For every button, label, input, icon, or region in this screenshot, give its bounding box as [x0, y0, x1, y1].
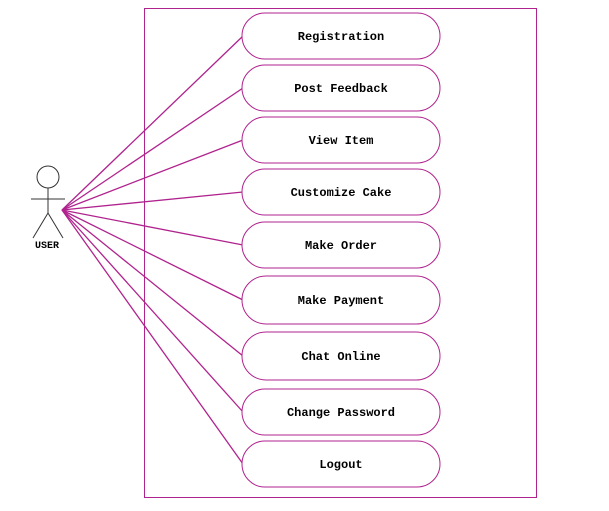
- association-line: [61, 191, 244, 211]
- use-case-view-item: View Item: [241, 116, 441, 164]
- use-case-label: Customize Cake: [291, 186, 392, 200]
- use-case-label: View Item: [309, 134, 374, 148]
- use-case-chat-online: Chat Online: [241, 331, 441, 381]
- association-line: [61, 87, 244, 211]
- use-case-shape: [241, 388, 441, 436]
- use-case-label: Logout: [319, 458, 362, 472]
- system-boundary: [144, 8, 537, 498]
- use-case-label: Make Order: [305, 239, 377, 253]
- stick-figure-icon: [31, 165, 65, 239]
- actor-user: USER: [31, 165, 65, 252]
- use-case-shape: [241, 116, 441, 164]
- association-line: [61, 209, 244, 357]
- use-case-shape: [241, 12, 441, 60]
- use-case-label: Make Payment: [298, 294, 384, 308]
- use-case-shape: [241, 168, 441, 216]
- use-case-label: Registration: [298, 30, 384, 44]
- use-case-logout: Logout: [241, 440, 441, 488]
- use-case-label: Change Password: [287, 406, 395, 420]
- use-case-customize-cake: Customize Cake: [241, 168, 441, 216]
- use-case-post-feedback: Post Feedback: [241, 64, 441, 112]
- use-case-label: Chat Online: [301, 350, 380, 364]
- association-line: [61, 209, 244, 301]
- use-case-shape: [241, 440, 441, 488]
- use-case-make-order: Make Order: [241, 221, 441, 269]
- association-line: [61, 139, 244, 211]
- use-case-shape: [241, 221, 441, 269]
- association-line: [61, 35, 244, 211]
- actor-label: USER: [35, 241, 59, 252]
- use-case-shape: [241, 331, 441, 381]
- association-line: [61, 209, 244, 413]
- use-case-registration: Registration: [241, 12, 441, 60]
- association-line: [61, 209, 244, 465]
- use-case-shape: [241, 275, 441, 325]
- use-case-label: Post Feedback: [294, 82, 388, 96]
- use-case-change-password: Change Password: [241, 388, 441, 436]
- use-case-make-payment: Make Payment: [241, 275, 441, 325]
- use-case-shape: [241, 64, 441, 112]
- association-lines: [61, 35, 244, 465]
- association-line: [61, 209, 244, 246]
